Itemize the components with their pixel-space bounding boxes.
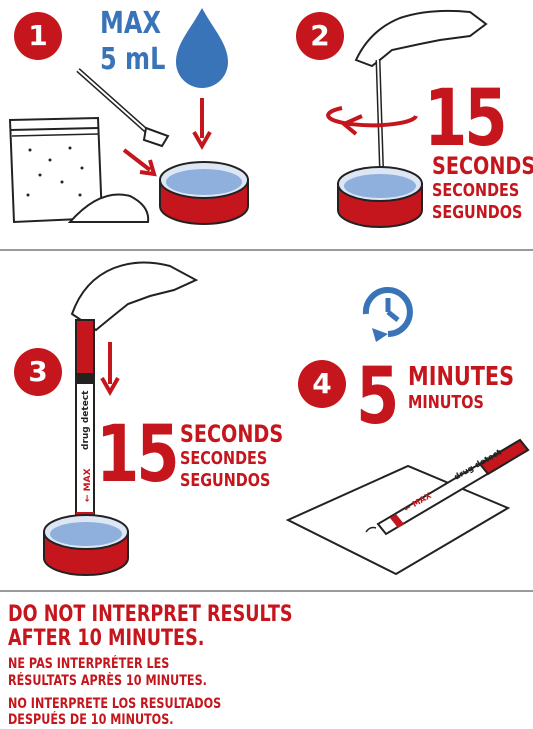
clock-icon [362,287,413,342]
warning-fr-line2: RÉSULTATS APRÈS 10 MINUTES. [8,673,207,689]
warning-es-line1: NO INTERPRETE LOS RESULTADOS [8,696,222,712]
step-3-illustration: drug detect ← MAX [43,261,199,576]
strip-max-label: ← MAX [83,468,93,502]
step-2-illustration [326,9,488,228]
step-3-unit-fr: SECONDES [180,448,268,469]
step-2-badge: 2 [296,12,344,60]
cap-with-liquid-icon [159,161,249,225]
section-divider [0,590,533,592]
step-4-unit-en: MINUTES [408,362,515,392]
step-3-duration-number: 15 [96,410,180,500]
volume-label: 5 mL [100,42,166,77]
warning-en-line2: AFTER 10 MINUTES. [8,626,205,651]
step-4-badge: 4 [298,360,346,408]
step-4-duration-number: 5 [356,352,399,442]
step-2-duration-number: 15 [424,74,508,164]
powder-pile-icon [67,193,150,223]
step-2-unit-en: SECONDS [432,152,533,180]
step-4-unit-es: MINUTOS [408,392,484,413]
step-1-illustration [8,8,249,225]
strip-brand-label: drug detect [81,390,91,450]
step-3-badge: 3 [14,348,62,396]
warning-es-line2: DESPUÉS DE 10 MINUTOS. [8,712,174,728]
step-1-badge: 1 [14,12,62,60]
rotate-arrow-icon [326,106,418,128]
water-drop-icon [176,8,228,88]
test-strip-icon: drug detect ← MAX [75,319,95,521]
step-2-unit-es: SEGUNDOS [432,202,523,223]
section-divider [0,249,533,251]
warning-fr-line1: NE PAS INTERPRÉTER LES [8,656,170,672]
cap-with-liquid-icon [43,514,129,576]
powder-bag-icon [8,116,104,224]
step-3-unit-es: SEGUNDOS [180,470,271,491]
hand-icon [70,261,199,332]
max-label: MAX [100,6,161,41]
hand-icon [354,9,488,68]
step-4-illustration: drug detect ← MAX [285,287,530,576]
step-2-unit-fr: SECONDES [432,180,520,201]
warning-en-line1: DO NOT INTERPRET RESULTS [8,602,293,627]
cap-with-liquid-icon [337,166,423,228]
step-3-unit-en: SECONDS [180,420,284,448]
